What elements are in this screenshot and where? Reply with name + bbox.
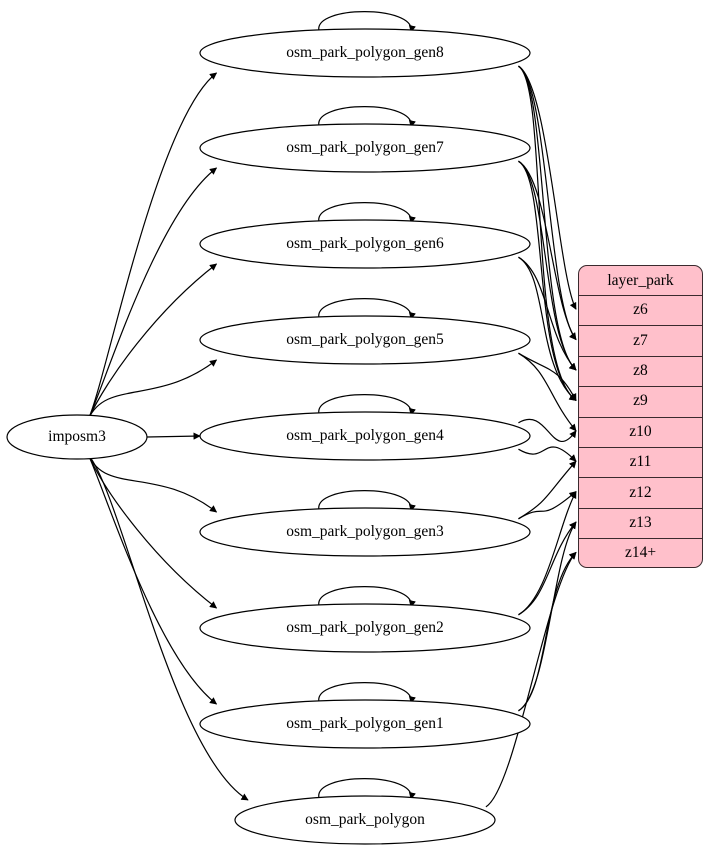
table-row[interactable]: z9 — [633, 392, 648, 410]
table-row-divider — [579, 325, 702, 327]
table-row-divider — [579, 507, 702, 509]
table-row[interactable]: z6 — [633, 301, 648, 319]
edges-to-layer-table — [485, 65, 577, 808]
edges-from-imposm3 — [87, 72, 249, 801]
table-row-divider — [579, 447, 702, 448]
table-row[interactable]: z13 — [629, 513, 652, 531]
layer-park-header: layer_park — [607, 271, 674, 289]
table-row[interactable]: z14+ — [624, 544, 657, 562]
node-shape-layer — [6, 28, 531, 845]
table-row-divider — [579, 477, 702, 479]
table-row-divider — [579, 538, 702, 540]
table-row-divider — [579, 416, 702, 418]
table-row-divider — [579, 355, 702, 357]
table-row[interactable]: z12 — [629, 483, 652, 501]
layer-park-table[interactable]: layer_park z6 z7 z8 z9 z10 z11 z12 z13 z14+ — [578, 265, 703, 568]
table-row[interactable]: z8 — [633, 361, 648, 379]
table-row[interactable]: z10 — [629, 422, 652, 440]
table-row[interactable]: z11 — [629, 453, 652, 471]
table-row[interactable]: z7 — [633, 331, 648, 349]
table-row-divider — [579, 386, 702, 388]
self-loop-edges — [318, 11, 416, 800]
table-row-divider — [579, 295, 702, 296]
